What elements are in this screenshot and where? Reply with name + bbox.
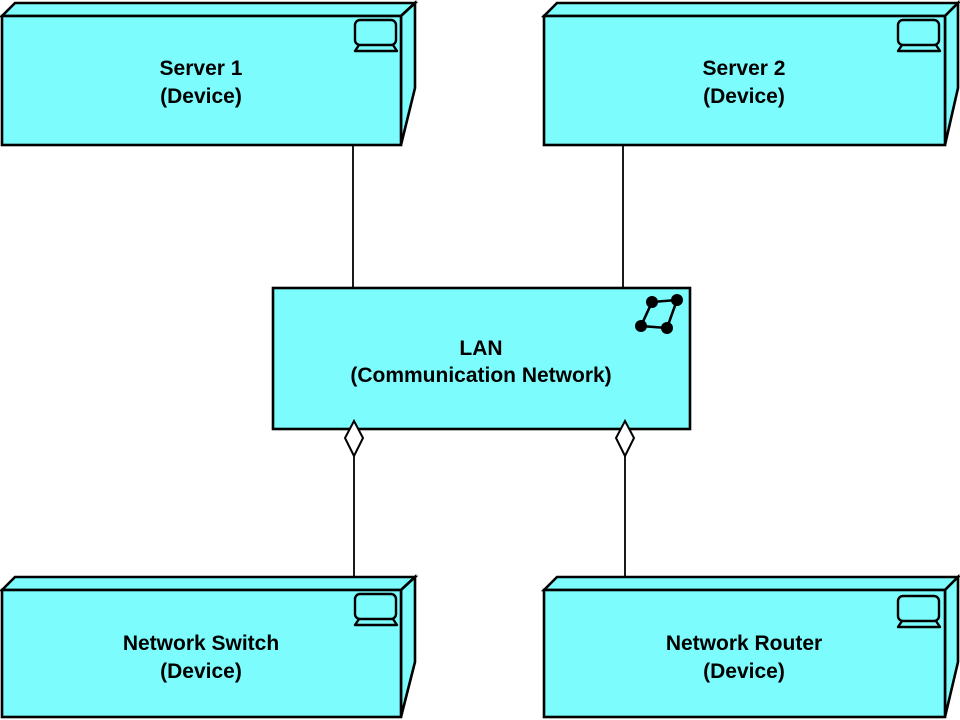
network-switch-front-face[interactable] — [0, 588, 403, 719]
device-monitor-icon — [896, 18, 942, 53]
node-network-switch[interactable]: Network Switch (Device) — [0, 574, 419, 719]
server1-top-face[interactable] — [0, 1, 419, 18]
server2-front-face[interactable] — [542, 14, 947, 147]
network-node-dot — [661, 322, 673, 334]
communication-network-icon — [635, 294, 683, 334]
server1-front-face[interactable] — [0, 14, 403, 147]
monitor-base — [896, 620, 942, 629]
network-node-dot — [646, 296, 658, 308]
device-monitor-icon — [353, 18, 399, 53]
lan-box[interactable] — [271, 286, 692, 431]
connector-lan-switch[interactable] — [343, 418, 365, 578]
server2-top-face[interactable] — [540, 1, 960, 18]
device-monitor-icon — [353, 592, 399, 627]
network-switch-type-label: (Device) — [160, 660, 242, 683]
network-router-name-label: Network Router — [666, 632, 822, 655]
network-switch-top-face[interactable] — [0, 575, 419, 592]
network-router-top-face[interactable] — [540, 575, 960, 592]
node-network-router[interactable]: Network Router (Device) — [540, 573, 960, 719]
monitor-screen — [353, 18, 398, 47]
server1-side-face[interactable] — [399, 0, 417, 146]
monitor-base — [353, 618, 399, 627]
device-monitor-icon — [896, 594, 942, 629]
network-node-dot — [671, 294, 683, 306]
connector-lan-router[interactable] — [614, 418, 636, 578]
network-node-dot — [635, 320, 647, 332]
server1-name-label: Server 1 — [160, 57, 243, 80]
monitor-screen — [353, 592, 398, 621]
network-switch-name-label: Network Switch — [123, 632, 279, 655]
monitor-screen — [896, 18, 941, 47]
network-switch-side-face[interactable] — [399, 574, 417, 718]
lan-type-label: (Communication Network) — [350, 364, 611, 387]
network-router-front-face[interactable] — [542, 588, 947, 719]
aggregation-diamond-icon — [614, 418, 636, 459]
monitor-base — [353, 44, 399, 53]
node-server2[interactable]: Server 2 (Device) — [540, 0, 960, 147]
network-router-side-face[interactable] — [943, 573, 960, 718]
server2-name-label: Server 2 — [703, 57, 786, 80]
monitor-screen — [896, 594, 941, 623]
node-server1[interactable]: Server 1 (Device) — [0, 0, 419, 147]
lan-name-label: LAN — [459, 337, 502, 360]
server2-type-label: (Device) — [703, 85, 785, 108]
aggregation-diamond-icon — [343, 418, 365, 459]
network-router-type-label: (Device) — [703, 660, 785, 683]
server1-type-label: (Device) — [160, 85, 242, 108]
node-lan[interactable]: LAN (Communication Network) — [271, 286, 692, 431]
monitor-base — [896, 44, 942, 53]
server2-side-face[interactable] — [943, 0, 960, 146]
